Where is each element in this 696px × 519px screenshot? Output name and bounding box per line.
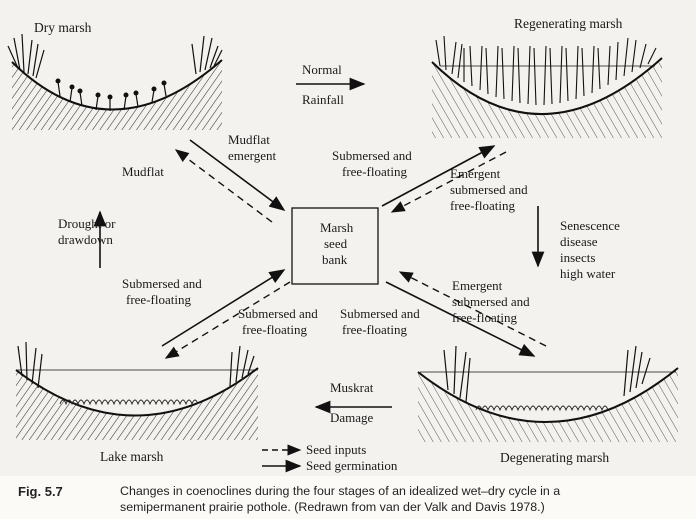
stage-title-dry: Dry marsh (34, 20, 92, 35)
label-emergent-lower-r-3: free-floating (452, 310, 517, 325)
arrow-lake-germination (161, 269, 286, 347)
label-sub-ff-lower-l-1: Submersed and (238, 306, 318, 321)
label-sub-ff-left-1: Submersed and (122, 276, 202, 291)
figure-caption: Fig. 5.7 Changes in coenoclines during t… (0, 476, 696, 519)
label-mudflat-emergent-1: Mudflat (228, 132, 270, 147)
degenerating-marsh-illustration (417, 345, 679, 442)
arrow-degenerating-germination (385, 281, 536, 357)
arrow-dry-germination (189, 139, 286, 211)
legend-seed-inputs: Seed inputs (306, 442, 366, 457)
label-drawdown: drawdown (58, 232, 113, 247)
lake-marsh-illustration (15, 341, 259, 440)
seed-bank-line3: bank (322, 252, 348, 267)
label-sub-ff-top-1: Submersed and (332, 148, 412, 163)
caption-line-2: semipermanent prairie pothole. (Redrawn … (120, 500, 545, 514)
label-muskrat: Muskrat (330, 380, 374, 395)
legend-seed-germination: Seed germination (306, 458, 398, 473)
label-senescence: Senescence (560, 218, 620, 233)
label-rainfall: Rainfall (302, 92, 344, 107)
marsh-cycle-diagram: Dry marsh Regenerating marsh Lake marsh (7, 16, 679, 473)
label-sub-ff-lower-r-1: Submersed and (340, 306, 420, 321)
stage-title-lake: Lake marsh (100, 449, 164, 464)
label-sub-ff-top-2: free-floating (342, 164, 407, 179)
seed-bank-line1: Marsh (320, 220, 354, 235)
seed-bank-box (291, 207, 379, 285)
label-high-water: high water (560, 266, 616, 281)
label-emergent-r-3: free-floating (450, 198, 515, 213)
regenerating-marsh-illustration (431, 35, 663, 138)
label-sub-ff-lower-l-2: free-floating (242, 322, 307, 337)
stage-title-degenerating: Degenerating marsh (500, 450, 609, 465)
seed-bank-line2: seed (324, 236, 348, 251)
stage-title-regenerating: Regenerating marsh (514, 16, 623, 31)
label-normal: Normal (302, 62, 342, 77)
legend: Seed inputs Seed germination (262, 442, 398, 473)
label-emergent-r-2: submersed and (450, 182, 528, 197)
label-sub-ff-lower-r-2: free-floating (342, 322, 407, 337)
label-insects: insects (560, 250, 595, 265)
label-mudflat-emergent-2: emergent (228, 148, 277, 163)
label-disease: disease (560, 234, 598, 249)
label-emergent-lower-r-1: Emergent (452, 278, 503, 293)
arrow-lake-seed-input (164, 281, 291, 359)
label-damage: Damage (330, 410, 374, 425)
arrow-dry-seed-input (174, 149, 273, 223)
label-mudflat: Mudflat (122, 164, 164, 179)
dry-marsh-illustration (7, 33, 223, 130)
arrow-regenerating-germination (381, 145, 496, 207)
figure-number: Fig. 5.7 (18, 484, 63, 499)
label-sub-ff-left-2: free-floating (126, 292, 191, 307)
label-drought: Drought or (58, 216, 116, 231)
label-emergent-lower-r-2: submersed and (452, 294, 530, 309)
arrow-regenerating-seed-input (390, 151, 507, 213)
label-emergent-r-1: Emergent (450, 166, 501, 181)
caption-line-1: Changes in coenoclines during the four s… (120, 484, 561, 498)
arrow-degenerating-seed-input (398, 271, 547, 347)
